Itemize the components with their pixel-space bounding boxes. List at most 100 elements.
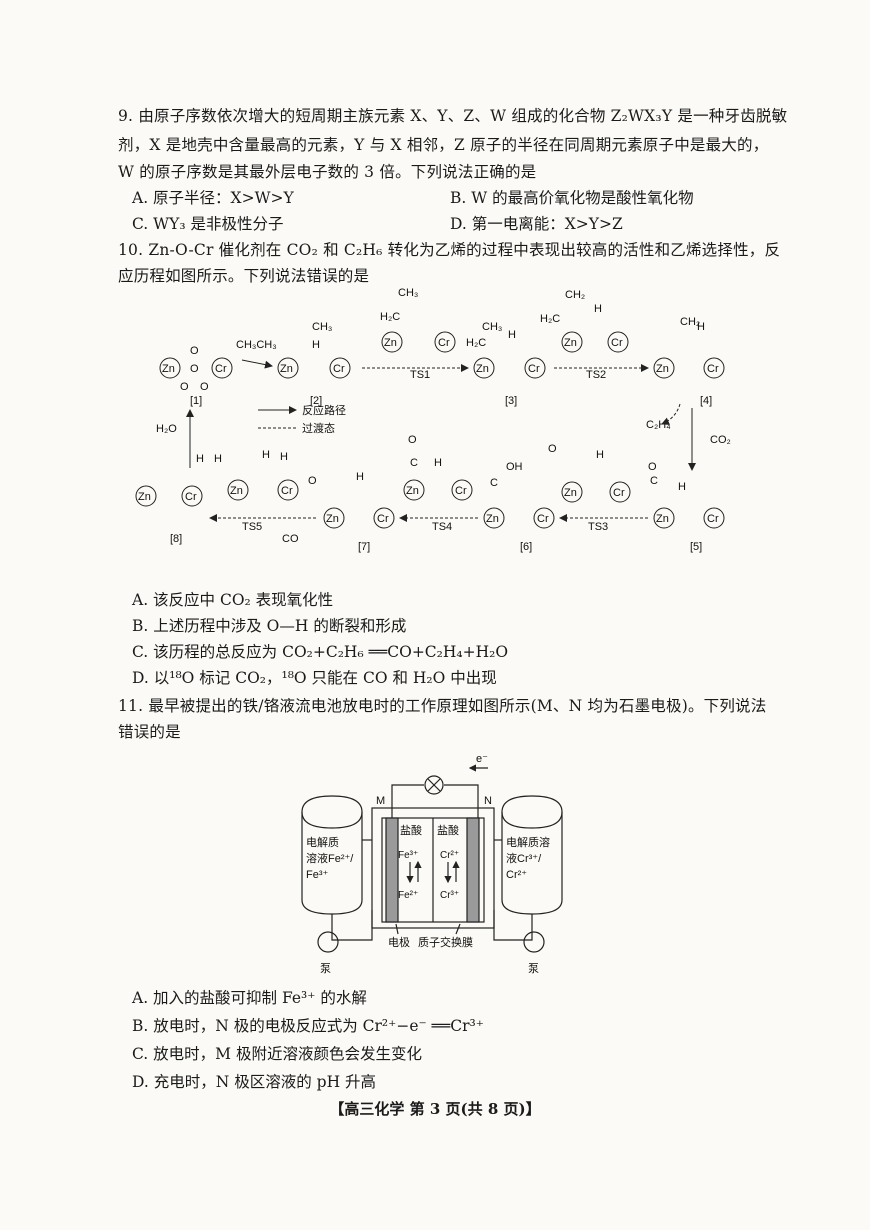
q9-option-d: D. 第一电离能：X>Y>Z	[450, 215, 623, 233]
svg-text:C: C	[650, 475, 658, 487]
svg-text:Cr: Cr	[707, 513, 719, 525]
q10-option-b: B. 上述历程中涉及 O—H 的断裂和形成	[132, 617, 407, 635]
acid-right-label: 盐酸	[437, 823, 459, 837]
q11-option-a: A. 加入的盐酸可抑制 Fe³⁺ 的水解	[132, 989, 367, 1007]
svg-text:Cr: Cr	[185, 491, 197, 503]
q10-stem-line1: 10. Zn-O-Cr 催化剂在 CO₂ 和 C₂H₆ 转化为乙烯的过程中表现出…	[118, 241, 781, 259]
left-tank-line3: Fe³⁺	[306, 869, 329, 881]
atom-cr: Cr	[215, 363, 227, 375]
co-label: CO	[282, 533, 299, 545]
label-5: [5]	[690, 541, 702, 553]
svg-text:H: H	[697, 321, 705, 333]
q11-stem-line1: 11. 最早被提出的铁/铬液流电池放电时的工作原理如图所示(M、N 均为石墨电极…	[118, 697, 767, 715]
svg-text:O: O	[200, 381, 209, 393]
svg-text:Cr: Cr	[377, 513, 389, 525]
svg-text:H: H	[434, 457, 442, 469]
ts1-label: TS1	[410, 369, 430, 381]
ts2-label: TS2	[586, 369, 606, 381]
svg-text:H: H	[678, 481, 686, 493]
left-tank-line1: 电解质	[306, 835, 339, 849]
species-8: Zn Cr H H [8]	[135, 453, 222, 545]
svg-text:CH₃: CH₃	[312, 321, 332, 333]
q9-stem-line3: W 的原子序数是其最外层电子数的 3 倍。下列说法正确的是	[118, 163, 537, 181]
svg-text:H: H	[280, 451, 288, 463]
q11-stem-line2: 错误的是	[118, 723, 181, 741]
co2-label: CO₂	[710, 434, 731, 446]
q9-option-b: B. W 的最高价氧化物是酸性氧化物	[450, 189, 694, 207]
species-5: Zn Cr O C H [5]	[648, 461, 725, 553]
svg-text:O: O	[180, 381, 189, 393]
svg-text:H: H	[596, 449, 604, 461]
ts5-structure: Zn Cr H H TS5	[227, 449, 299, 533]
ts1-structure: Zn Cr CH₃ H₂C TS1	[380, 287, 456, 381]
reaction-mechanism-diagram: Zn Cr O O O O [1] CH₃ CH₃ Zn Cr CH₃ H [2]…	[135, 287, 731, 553]
svg-text:Zn: Zn	[326, 513, 339, 525]
svg-text:H₂C: H₂C	[380, 311, 400, 323]
svg-text:H: H	[196, 453, 204, 465]
species-4: Zn Cr CH₂ H [4]	[653, 316, 725, 407]
q10-option-d: D. 以¹⁸O 标记 CO₂，¹⁸O 只能在 CO 和 H₂O 中出现	[132, 669, 497, 687]
svg-text:CH₂: CH₂	[680, 316, 700, 328]
svg-text:H: H	[262, 449, 270, 461]
svg-text:Cr: Cr	[707, 363, 719, 375]
svg-text:Cr: Cr	[613, 487, 625, 499]
svg-text:H: H	[312, 339, 320, 351]
svg-text:Zn: Zn	[138, 491, 151, 503]
ts3-structure: Zn Cr O H TS3	[548, 443, 631, 533]
svg-text:Zn: Zn	[230, 485, 243, 497]
svg-text:Zn: Zn	[384, 337, 397, 349]
label-3: [3]	[505, 395, 517, 407]
right-tank-line3: Cr²⁺	[506, 869, 527, 881]
q11-option-c: C. 放电时，M 极附近溶液颜色会发生变化	[132, 1045, 422, 1063]
atom-zn: Zn	[162, 363, 175, 375]
svg-text:Zn: Zn	[280, 363, 293, 375]
q10-stem-line2: 应历程如图所示。下列说法错误的是	[118, 267, 370, 285]
svg-text:Cr: Cr	[281, 485, 293, 497]
label-4: [4]	[700, 395, 712, 407]
svg-text:Cr: Cr	[455, 485, 467, 497]
label-2: [2]	[310, 395, 322, 407]
q9-stem-line2: 剂，X 是地壳中含量最高的元素，Y 与 X 相邻，Z 原子的半径在同周期元素原子…	[118, 136, 769, 154]
ts3-label: TS3	[588, 521, 608, 533]
svg-text:O: O	[308, 475, 317, 487]
svg-text:Cr: Cr	[537, 513, 549, 525]
fe2-label: Fe²⁺	[398, 890, 418, 901]
ts5-label: TS5	[242, 521, 262, 533]
svg-text:CH₃: CH₃	[398, 287, 418, 299]
fe3-label: Fe³⁺	[398, 850, 418, 861]
svg-text:Zn: Zn	[564, 337, 577, 349]
svg-text:Cr: Cr	[333, 363, 345, 375]
svg-text:O: O	[190, 345, 199, 357]
flow-battery-diagram: e⁻ M N 盐酸 盐酸 Fe³⁺ Fe²⁺ Cr²⁺ Cr³⁺ 电解质 溶液F…	[301, 753, 563, 975]
cr3-label: Cr³⁺	[440, 890, 459, 901]
q11-option-d: D. 充电时，N 极区溶液的 pH 升高	[132, 1073, 377, 1091]
svg-text:O: O	[408, 434, 417, 446]
electrode-m-label: M	[376, 795, 385, 807]
q9-option-c: C. WY₃ 是非极性分子	[132, 215, 284, 233]
label-7: [7]	[358, 541, 370, 553]
svg-text:Zn: Zn	[564, 487, 577, 499]
species-7: Zn Cr O H [7]	[308, 471, 395, 553]
label-6: [6]	[520, 541, 532, 553]
species-2: Zn Cr CH₃ H [2]	[277, 321, 351, 407]
svg-text:O: O	[548, 443, 557, 455]
svg-text:H: H	[356, 471, 364, 483]
svg-text:CH₃: CH₃	[482, 321, 502, 333]
svg-text:Cr: Cr	[528, 363, 540, 375]
species-3: Zn Cr CH₃ H₂C H [3]	[466, 321, 546, 407]
svg-text:C: C	[490, 477, 498, 489]
label-8: [8]	[170, 533, 182, 545]
svg-text:Zn: Zn	[486, 513, 499, 525]
left-tank-line2: 溶液Fe²⁺/	[306, 851, 354, 865]
ts2-structure: Zn Cr CH₂ H₂C H TS2	[540, 289, 629, 381]
species-6: Zn Cr OH C [6]	[483, 461, 555, 553]
legend-path-label: 反应路径	[302, 403, 346, 417]
svg-text:C: C	[410, 457, 418, 469]
svg-text:Zn: Zn	[406, 485, 419, 497]
right-tank-line1: 电解质溶	[506, 835, 550, 849]
electron-label: e⁻	[476, 753, 488, 765]
svg-text:H₂C: H₂C	[466, 337, 486, 349]
pump-left-label: 泵	[320, 962, 331, 975]
acid-left-label: 盐酸	[400, 823, 422, 837]
label-1: [1]	[190, 395, 202, 407]
